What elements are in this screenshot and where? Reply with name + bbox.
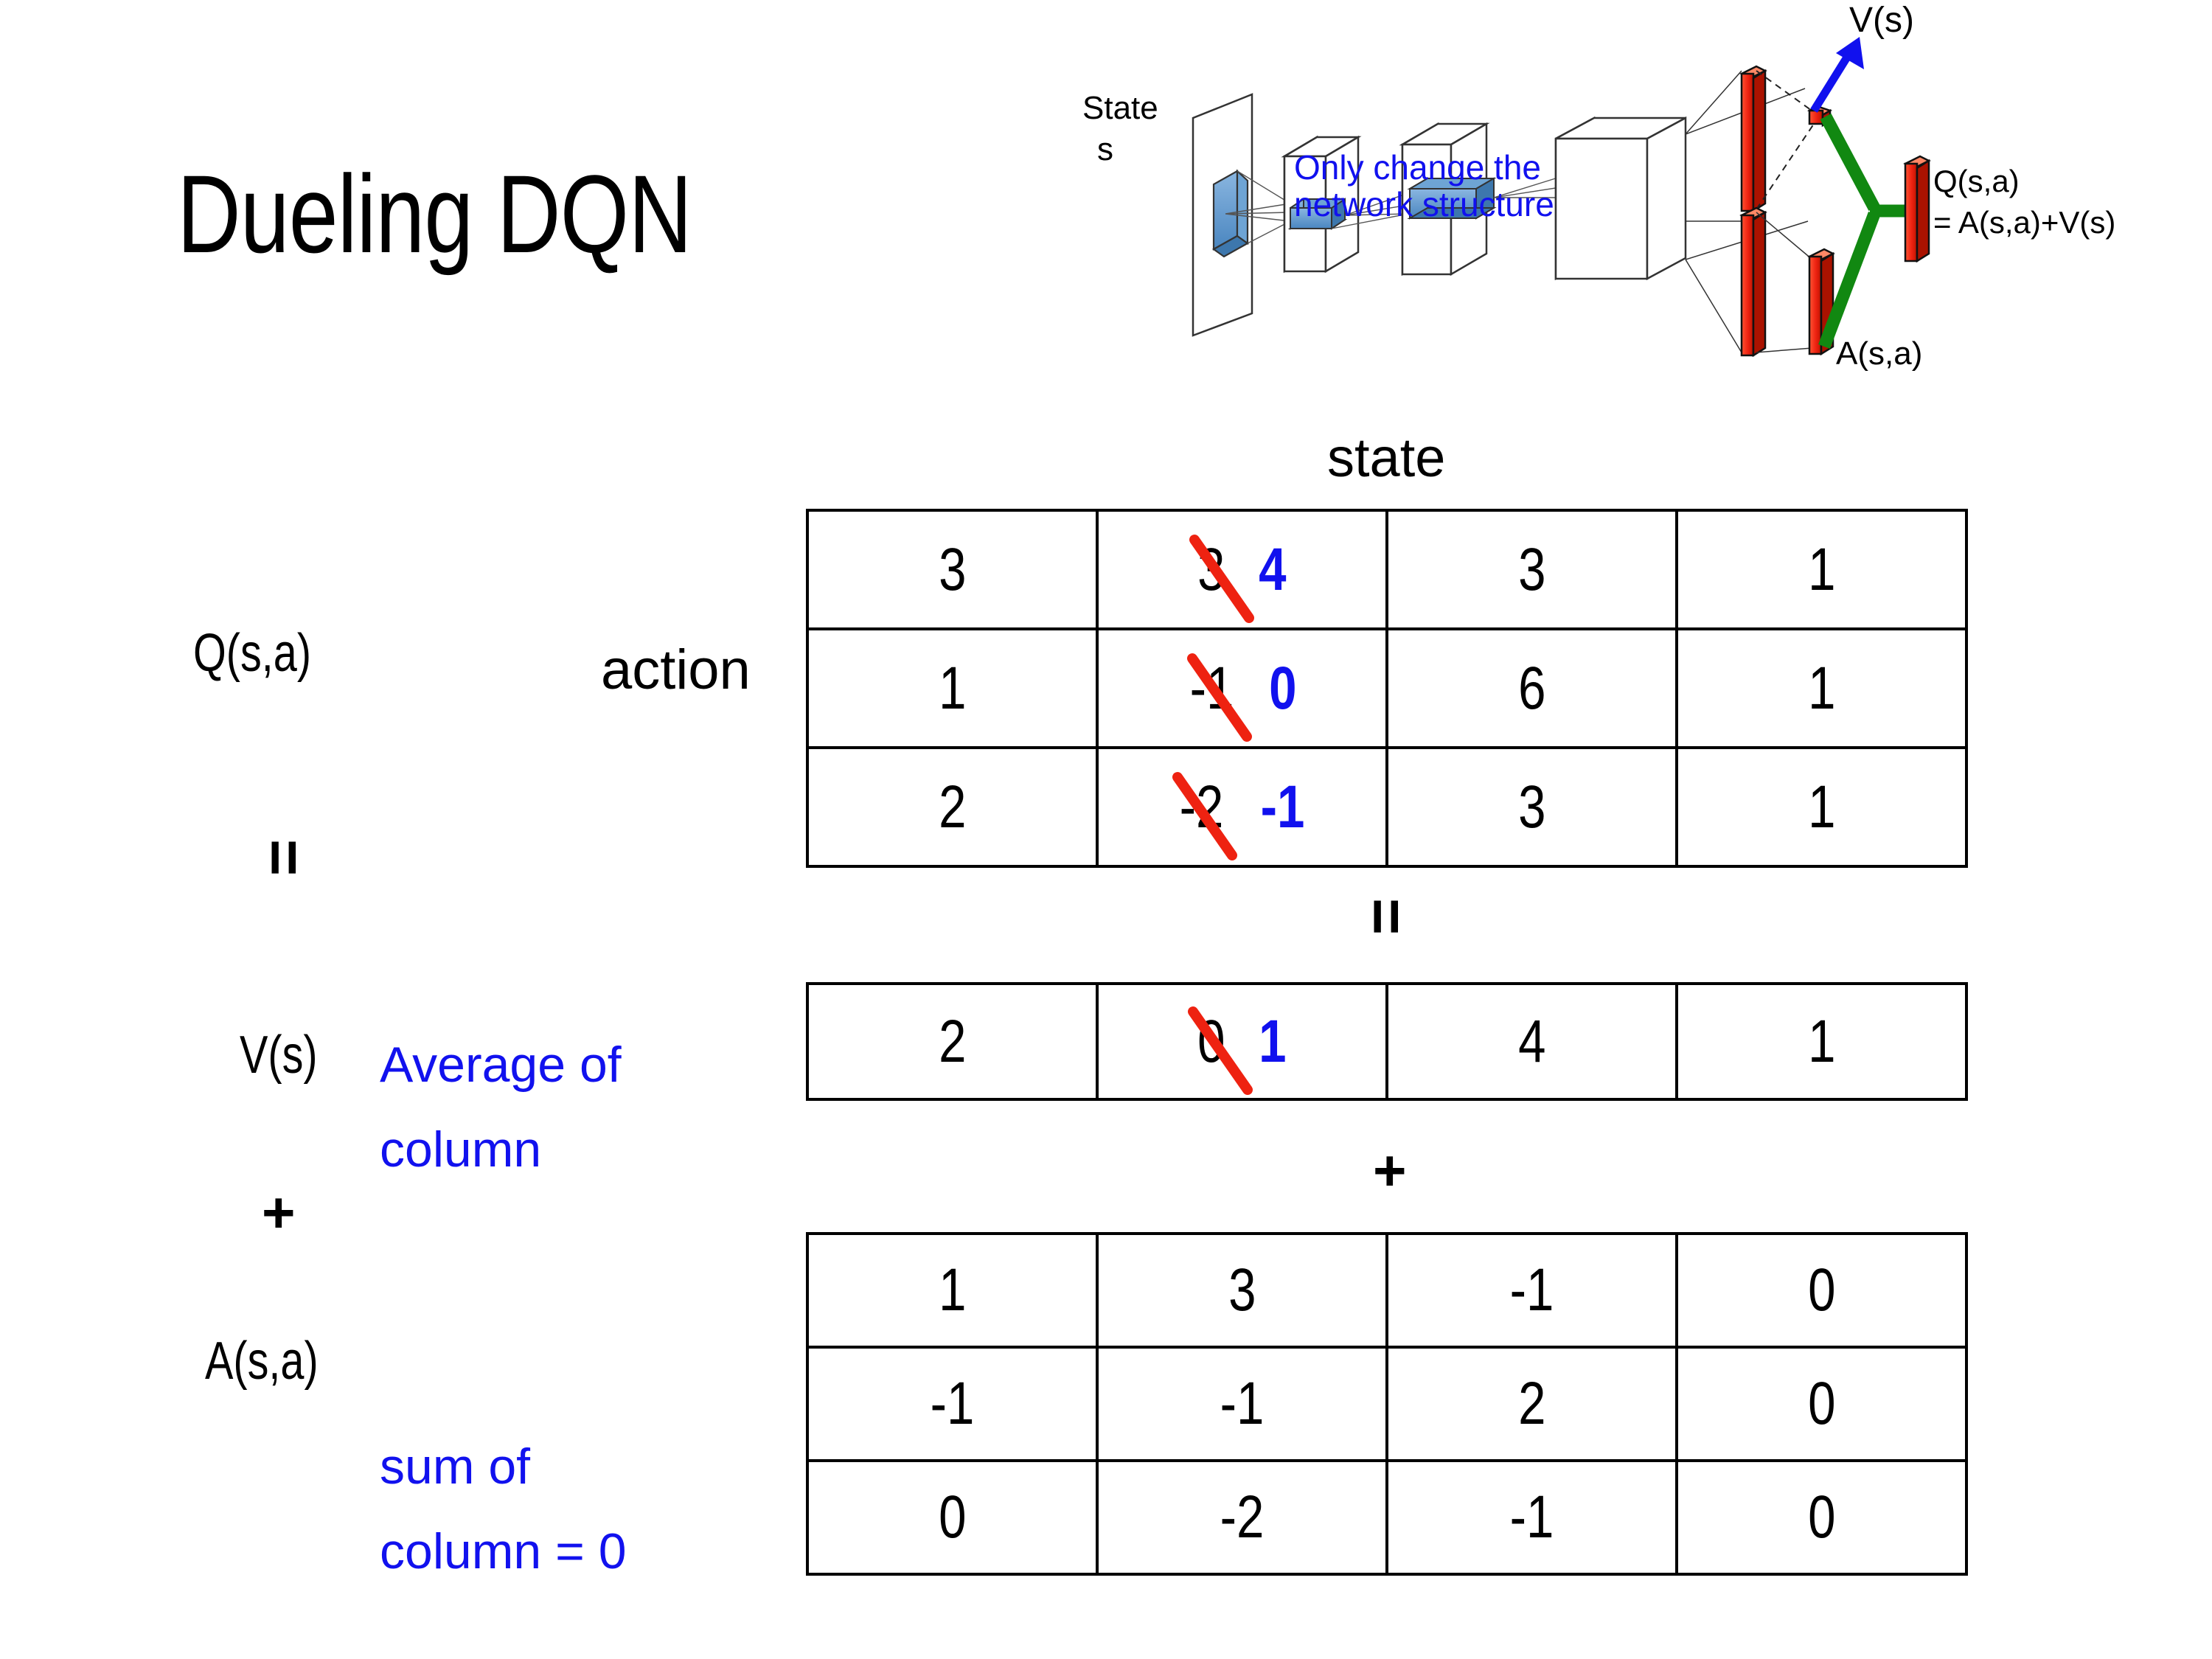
table-row: 1 -1 0 6 1 [806, 627, 1968, 749]
diagram-value-label: V(s) [1849, 1, 1914, 40]
a-cell-r2c2: -1 [1385, 1459, 1678, 1576]
q-cell-r1c1: -1 0 [1096, 627, 1388, 749]
q-cell-r1c3: 1 [1675, 627, 1968, 749]
q-cell-r2c3: 1 [1675, 746, 1968, 868]
q-table: 3 3 4 3 1 1 -1 [806, 509, 1968, 868]
q-cell-new-value: 0 [1268, 654, 1297, 722]
diagram-output-label-line2: = A(s,a)+V(s) [1933, 205, 2116, 240]
a-cell-r2c3: 0 [1675, 1459, 1968, 1576]
sum-note-line1: sum of [380, 1439, 531, 1495]
v-cell-r0c3: 1 [1675, 982, 1968, 1101]
page-title: Dueling DQN [177, 152, 692, 276]
q-cell-r0c3: 1 [1675, 509, 1968, 630]
diagram-output-label-line1: Q(s,a) [1933, 164, 2020, 198]
diagram-note-line2: network structure [1294, 185, 1554, 223]
table-row: 2 -2 -1 3 1 [806, 746, 1968, 868]
a-cell-r2c0: 0 [806, 1459, 1099, 1576]
average-note-line2: column [380, 1121, 542, 1178]
state-axis-label: state [1327, 427, 1446, 488]
q-cell-r2c1: -2 -1 [1096, 746, 1388, 868]
equals-operator-left: = [248, 838, 319, 877]
plus-operator-mid: + [1373, 1138, 1407, 1203]
v-cell-r0c0: 2 [806, 982, 1099, 1101]
table-row: 3 3 4 3 1 [806, 509, 1968, 630]
q-cell-old-value: -1 [1189, 654, 1234, 722]
q-cell-r0c1: 3 4 [1096, 509, 1388, 630]
average-note-line1: Average of [380, 1037, 622, 1093]
table-row: -1 -1 2 0 [806, 1346, 1968, 1462]
a-cell-r0c3: 0 [1675, 1232, 1968, 1349]
a-cell-r0c2: -1 [1385, 1232, 1678, 1349]
a-function-label: A(s,a) [205, 1332, 319, 1391]
diagram-note-line1: Only change the [1294, 148, 1542, 187]
action-axis-label: action [601, 639, 751, 701]
q-cell-r1c2: 6 [1385, 627, 1678, 749]
a-cell-r0c1: 3 [1096, 1232, 1388, 1349]
v-table: 2 0 1 4 1 [806, 982, 1968, 1101]
q-cell-r0c2: 3 [1385, 509, 1678, 630]
network-diagram-svg [1192, 37, 1931, 358]
a-cell-r1c1: -1 [1096, 1346, 1388, 1462]
q-cell-old-value: 3 [1197, 535, 1225, 603]
plus-operator-left: + [262, 1180, 296, 1245]
q-cell-r2c2: 3 [1385, 746, 1678, 868]
table-row: 0 -2 -1 0 [806, 1459, 1968, 1576]
equals-operator-mid: = [1351, 897, 1422, 936]
table-row: 1 3 -1 0 [806, 1232, 1968, 1349]
v-cell-new-value: 1 [1258, 1007, 1287, 1075]
diagram-state-label-line2: s [1097, 131, 1113, 167]
sum-note-line2: column = 0 [380, 1523, 627, 1579]
q-cell-r0c0: 3 [806, 509, 1099, 630]
a-cell-r1c2: 2 [1385, 1346, 1678, 1462]
q-cell-r2c0: 2 [806, 746, 1099, 868]
v-function-label: V(s) [240, 1026, 318, 1085]
q-cell-r1c0: 1 [806, 627, 1099, 749]
q-cell-new-value: 4 [1258, 535, 1287, 603]
q-function-label: Q(s,a) [193, 624, 312, 683]
diagram-state-label-line1: State [1082, 90, 1158, 126]
a-table: 1 3 -1 0 -1 -1 2 0 0 -2 -1 0 [806, 1232, 1968, 1576]
a-cell-r2c1: -2 [1096, 1459, 1388, 1576]
q-cell-new-value: -1 [1260, 773, 1305, 841]
a-cell-r1c3: 0 [1675, 1346, 1968, 1462]
dueling-network-diagram: State s Only change the network structur… [1069, 0, 2212, 413]
q-cell-old-value: -2 [1179, 773, 1224, 841]
a-cell-r1c0: -1 [806, 1346, 1099, 1462]
table-row: 2 0 1 4 1 [806, 982, 1968, 1101]
diagram-advantage-label: A(s,a) [1836, 335, 1923, 372]
v-cell-r0c2: 4 [1385, 982, 1678, 1101]
v-cell-old-value: 0 [1197, 1007, 1225, 1075]
v-cell-r0c1: 0 1 [1096, 982, 1388, 1101]
a-cell-r0c0: 1 [806, 1232, 1099, 1349]
